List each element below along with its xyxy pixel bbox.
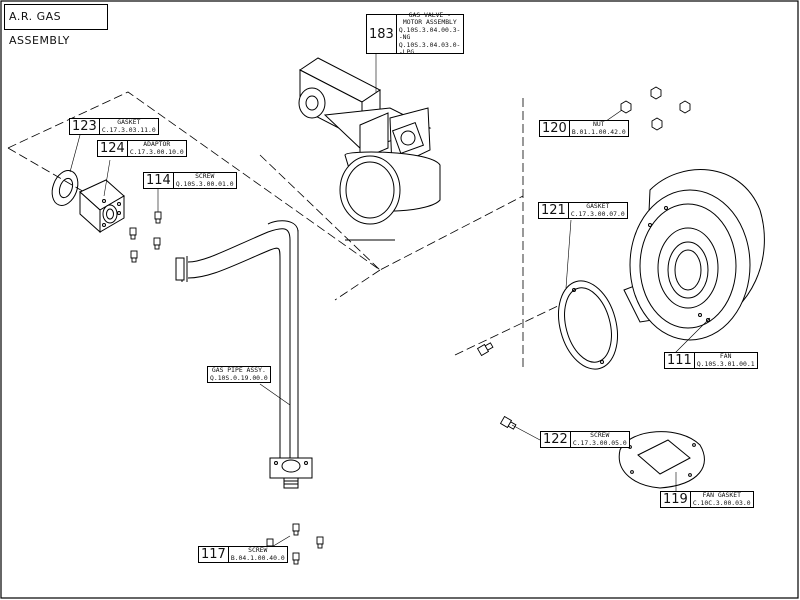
screw-fan-side-part bbox=[476, 342, 494, 357]
adaptor-124-part bbox=[79, 179, 125, 234]
callout-name: SCREW bbox=[248, 546, 268, 554]
callout-name: SCREW bbox=[195, 172, 215, 180]
callout-name: FAN bbox=[719, 352, 732, 360]
callout-number: 124 bbox=[98, 141, 128, 156]
callout-code: Q.10S.3.00.01.0 bbox=[175, 179, 234, 188]
callout-code: C.10C.3.00.03.0 bbox=[692, 498, 751, 507]
gasket-123-part bbox=[51, 170, 79, 206]
callout-code-lpg: Q.10S.3.04.03.0--LPG bbox=[398, 40, 461, 56]
callout-code: Q.10S.3.04.00.3--NG bbox=[398, 25, 461, 41]
callout-number: 119 bbox=[661, 492, 691, 507]
nuts-120-part bbox=[620, 86, 691, 131]
callout-code: Q.10S.0.19.00.0 bbox=[210, 373, 268, 382]
callout-number: 183 bbox=[367, 15, 397, 53]
callout-name: GASKET bbox=[117, 118, 141, 126]
gasket-121-part bbox=[558, 280, 618, 370]
gas-pipe-part bbox=[175, 220, 313, 489]
screw-122-part bbox=[499, 415, 517, 430]
callout-code: C.17.3.00.07.0 bbox=[570, 209, 625, 218]
callout-code: C.17.3.00.05.0 bbox=[572, 438, 627, 447]
callout-number: 122 bbox=[541, 432, 571, 447]
callout-code: C.17.3.03.11.0 bbox=[101, 125, 156, 134]
callout-code: B.01.1.00.42.0 bbox=[571, 127, 626, 136]
callout-name: NUT bbox=[592, 120, 605, 128]
callout-number: 120 bbox=[540, 121, 570, 136]
gas-valve-motor-183-part bbox=[298, 57, 441, 241]
screws-114-part bbox=[129, 211, 162, 263]
callout-number: 111 bbox=[665, 353, 695, 368]
callout-name: GASKET bbox=[586, 202, 610, 210]
screws-117-part bbox=[266, 523, 324, 565]
callout-name: FAN GASKET bbox=[702, 491, 741, 499]
callout-gas-pipe: GAS PIPE ASSY.Q.10S.0.19.00.0 bbox=[207, 366, 271, 383]
assembly-plane-lines bbox=[7, 91, 561, 370]
callout-name: SCREW bbox=[590, 431, 610, 439]
callout-code: Q.10S.3.01.00.1 bbox=[696, 359, 755, 368]
callout-number: 114 bbox=[144, 173, 174, 188]
fan-111-part bbox=[623, 169, 765, 341]
callout-name: ADAPTOR bbox=[143, 140, 171, 148]
drawing-title: A.R. GAS ASSEMBLY bbox=[4, 4, 108, 47]
fan-gasket-119-part bbox=[618, 431, 705, 489]
callout-code: C.17.3.00.10.0 bbox=[129, 147, 184, 156]
callout-code: B.04.1.00.40.0 bbox=[230, 553, 285, 562]
callout-number: 117 bbox=[199, 547, 229, 562]
callout-name: GAS VALVE - MOTOR ASSEMBLY bbox=[402, 10, 457, 26]
callout-number: 123 bbox=[70, 119, 100, 134]
callout-number: 121 bbox=[539, 203, 569, 218]
callout-name: GAS PIPE ASSY. bbox=[211, 366, 266, 374]
